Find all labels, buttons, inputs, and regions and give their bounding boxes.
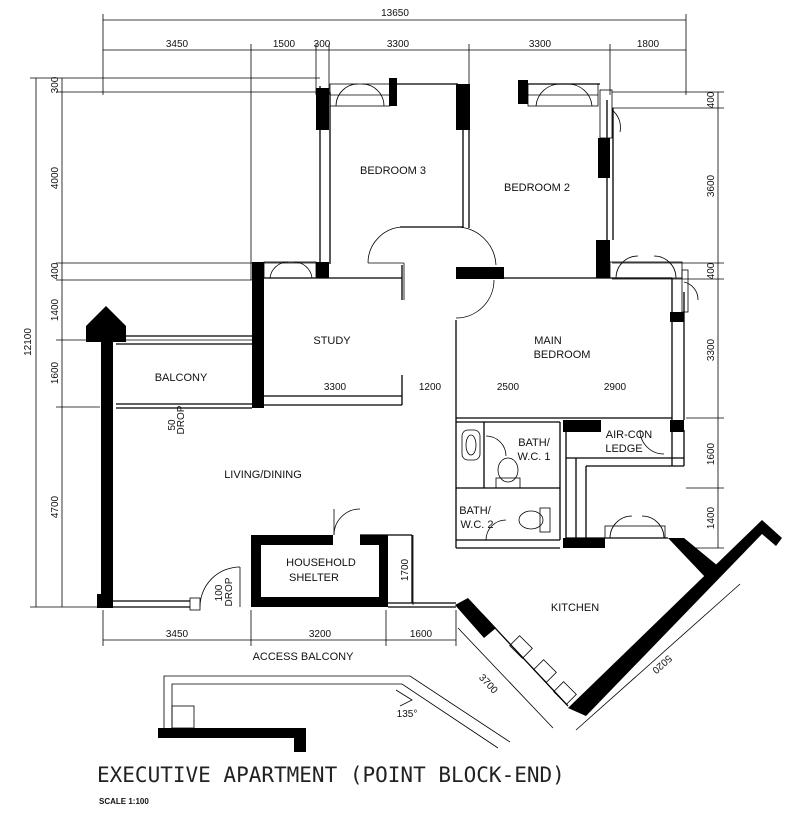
dim-top-1: 3450 bbox=[166, 39, 189, 50]
label-main-bedroom-2: BEDROOM bbox=[534, 349, 591, 361]
dim-mid-4: 2900 bbox=[604, 382, 627, 393]
plan-title: EXECUTIVE APARTMENT (POINT BLOCK-END) bbox=[97, 763, 565, 787]
plan-scale: SCALE 1:100 bbox=[99, 797, 149, 806]
label-balcony: BALCONY bbox=[155, 372, 208, 384]
dim-mid-3: 2500 bbox=[497, 382, 520, 393]
label-living-dining: LIVING/DINING bbox=[224, 469, 302, 481]
solid-walls bbox=[86, 78, 782, 752]
dim-angle: 135° bbox=[397, 709, 418, 720]
dim-total-width: 13650 bbox=[381, 8, 409, 19]
label-shelter-line-1: HOUSEHOLD bbox=[286, 557, 356, 569]
dim-kitchen-wall-b: 5020 bbox=[649, 652, 673, 675]
dim-shelter-height: 1700 bbox=[400, 558, 411, 581]
wall-outlines bbox=[112, 83, 759, 707]
fixtures bbox=[163, 429, 577, 749]
dim-bottom-1: 3450 bbox=[166, 629, 189, 640]
label-bath-1-line-1: BATH/ bbox=[518, 437, 551, 449]
dim-right-4: 3300 bbox=[706, 338, 717, 361]
dim-left-4: 1400 bbox=[50, 298, 61, 321]
dim-mid-1: 3300 bbox=[324, 382, 347, 393]
dim-left-5: 1600 bbox=[50, 361, 61, 384]
dim-left-total: 12100 bbox=[23, 328, 34, 356]
drop-entry-label: DROP bbox=[224, 577, 235, 606]
dim-left-3: 400 bbox=[50, 262, 61, 279]
dimension-lines bbox=[30, 14, 741, 731]
label-aircon-line-1: AIR-CON bbox=[606, 429, 653, 441]
label-bedroom-2: BEDROOM 2 bbox=[504, 182, 570, 194]
dim-kitchen-wall-a: 3700 bbox=[476, 672, 500, 696]
dim-top-3: 300 bbox=[314, 39, 331, 50]
dim-left-1: 300 bbox=[50, 76, 61, 93]
label-kitchen: KITCHEN bbox=[551, 602, 599, 614]
dim-right-6: 1400 bbox=[706, 506, 717, 529]
dim-bottom-3: 1600 bbox=[410, 629, 433, 640]
door-swings bbox=[189, 83, 699, 611]
label-bath-2-line-1: BATH/ bbox=[459, 505, 492, 517]
dim-right-5: 1600 bbox=[706, 442, 717, 465]
label-main-bedroom-1: MAIN bbox=[534, 335, 562, 347]
dim-mid-2: 1200 bbox=[419, 382, 442, 393]
dim-left-2: 4000 bbox=[50, 166, 61, 189]
drop-entry-value: 100 bbox=[214, 584, 225, 601]
label-bath-1-line-2: W.C. 1 bbox=[517, 451, 550, 463]
dimension-labels: 13650 3450 1500 300 3300 3300 1800 12100… bbox=[23, 8, 717, 720]
drop-balcony-value: 50 bbox=[167, 419, 178, 431]
label-shelter-line-2: SHELTER bbox=[289, 572, 339, 584]
label-bath-2-line-2: W.C. 2 bbox=[460, 519, 493, 531]
dim-top-6: 1800 bbox=[637, 39, 660, 50]
dim-right-1: 400 bbox=[706, 91, 717, 108]
dim-left-6: 4700 bbox=[50, 495, 61, 518]
dim-right-2: 3600 bbox=[706, 174, 717, 197]
label-aircon-line-2: LEDGE bbox=[605, 443, 642, 455]
label-study: STUDY bbox=[313, 335, 351, 347]
dim-right-3: 400 bbox=[706, 262, 717, 279]
drop-balcony-label: DROP bbox=[176, 405, 187, 434]
dim-top-4: 3300 bbox=[387, 39, 410, 50]
label-access-balcony: ACCESS BALCONY bbox=[253, 651, 355, 663]
label-bedroom-3: BEDROOM 3 bbox=[360, 165, 426, 177]
dim-top-5: 3300 bbox=[529, 39, 552, 50]
dim-top-2: 1500 bbox=[273, 39, 296, 50]
room-labels: BEDROOM 3 BEDROOM 2 STUDY MAIN BEDROOM B… bbox=[155, 165, 653, 663]
dim-bottom-2: 3200 bbox=[309, 629, 332, 640]
